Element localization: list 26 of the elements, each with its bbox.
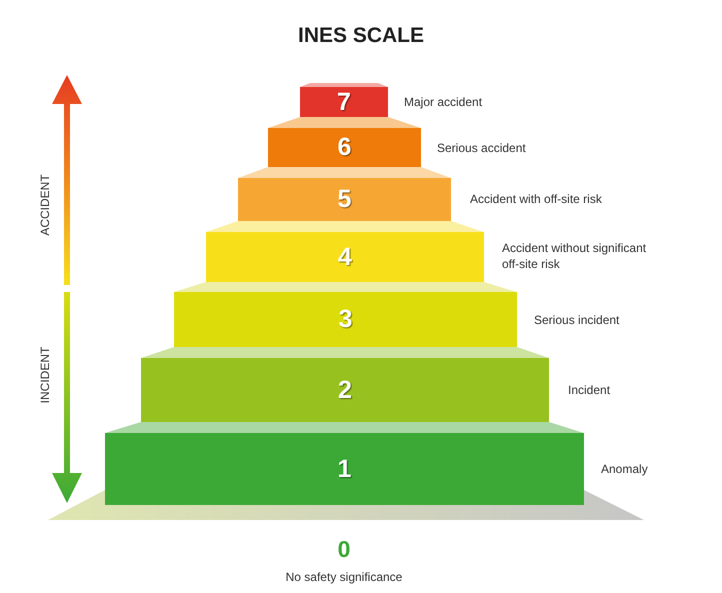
level-number: 6 <box>338 135 352 160</box>
pyramid-step <box>105 433 584 505</box>
level-number: 1 <box>338 456 352 482</box>
level-description: Incident <box>568 382 610 398</box>
level-description: Serious accident <box>437 140 526 156</box>
pyramid-step <box>300 87 388 117</box>
pyramid-step <box>268 128 421 167</box>
level-description: Accident without significant off-site risk <box>502 240 648 272</box>
level-number: 0 <box>336 538 352 561</box>
axis-label: ACCIDENT <box>37 173 53 238</box>
pyramid-step <box>238 178 451 221</box>
level-description: Anomaly <box>601 461 648 477</box>
level-description: No safety significance <box>284 570 404 584</box>
pyramid-step <box>141 358 549 422</box>
pyramid-step <box>206 232 484 282</box>
level-description: Accident with off-site risk <box>470 191 602 207</box>
level-number: 3 <box>338 307 352 332</box>
level-number: 7 <box>337 90 351 114</box>
title: INES SCALE <box>296 24 426 48</box>
level-number: 2 <box>338 378 352 402</box>
level-description: Serious incident <box>534 312 620 328</box>
pyramid-step <box>174 292 517 347</box>
level-description: Major accident <box>404 94 482 110</box>
axis-label: INCIDENT <box>37 346 53 406</box>
level-number: 5 <box>338 187 352 212</box>
level-number: 4 <box>338 244 352 270</box>
